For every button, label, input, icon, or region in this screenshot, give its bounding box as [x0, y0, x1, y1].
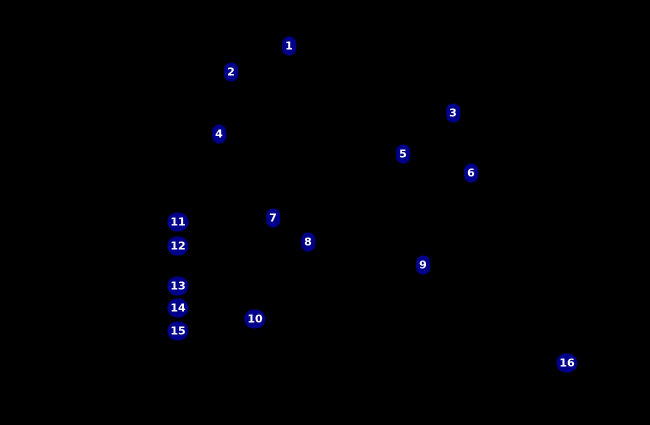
numbered-marker-12[interactable]: 12: [167, 236, 189, 256]
numbered-marker-9[interactable]: 9: [416, 255, 430, 275]
numbered-marker-2[interactable]: 2: [224, 62, 238, 82]
numbered-marker-15[interactable]: 15: [167, 321, 189, 341]
numbered-marker-4[interactable]: 4: [212, 124, 226, 144]
numbered-marker-7[interactable]: 7: [266, 208, 280, 228]
numbered-marker-11[interactable]: 11: [167, 212, 189, 232]
numbered-marker-5[interactable]: 5: [396, 144, 410, 164]
numbered-marker-1[interactable]: 1: [282, 36, 296, 56]
numbered-marker-14[interactable]: 14: [167, 298, 189, 318]
numbered-marker-8[interactable]: 8: [301, 232, 315, 252]
numbered-marker-3[interactable]: 3: [446, 103, 460, 123]
numbered-marker-6[interactable]: 6: [464, 163, 478, 183]
numbered-marker-10[interactable]: 10: [244, 309, 266, 329]
numbered-marker-16[interactable]: 16: [556, 353, 578, 373]
numbered-marker-13[interactable]: 13: [167, 276, 189, 296]
